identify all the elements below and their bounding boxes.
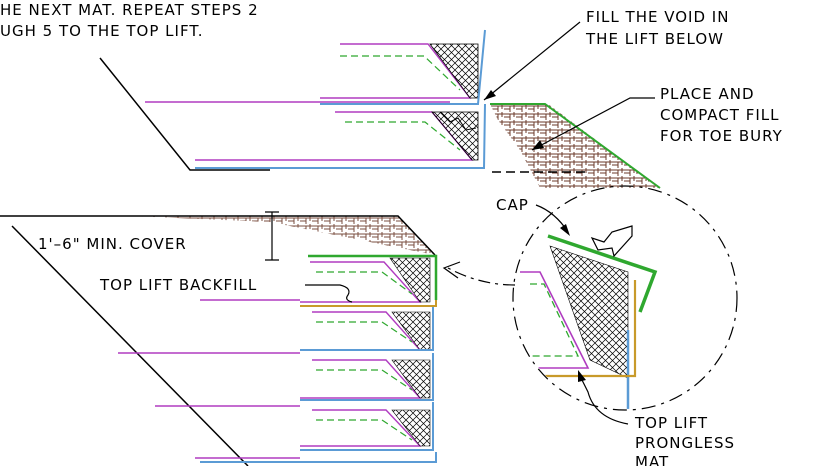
- cap-leader-arrowhead: [560, 224, 570, 236]
- cover-surface: [0, 215, 436, 256]
- callout-pointer: [447, 267, 516, 286]
- slope-line-top: [99, 57, 270, 171]
- step-note-line1: HE NEXT MAT. REPEAT STEPS 2: [0, 1, 259, 19]
- facing-mesh-bottom: [200, 305, 437, 463]
- top-detail: HE NEXT MAT. REPEAT STEPS 2 UGH 5 TO THE…: [0, 1, 783, 189]
- crosshatch-fill-bottom: [389, 257, 431, 447]
- toe-fill-note-line1: PLACE AND: [660, 85, 755, 103]
- bottom-detail: 1'–6" MIN. COVER TOP LIFT BACKFILL: [0, 211, 438, 466]
- toe-fill-soil: [490, 104, 660, 188]
- fill-void-note-line1: FILL THE VOID IN: [586, 8, 729, 26]
- cap-direction-arrow: [590, 225, 633, 258]
- reinforcement-strips-bottom: [118, 261, 422, 459]
- reinforcement-strips-top: [145, 43, 474, 161]
- fill-void-arrowhead: [484, 90, 496, 100]
- crosshatch-fill-top-upper: [429, 43, 479, 99]
- crosshatch-fill-top-lower: [431, 111, 479, 161]
- callout-reinforcement: [520, 271, 590, 369]
- void-outline: [439, 111, 477, 131]
- step-note-line2: UGH 5 TO THE TOP LIFT.: [0, 22, 203, 40]
- toe-fill-arrowhead: [532, 140, 544, 150]
- toe-fill-note-line2: COMPACT FILL: [660, 106, 779, 124]
- backfill-leader: [305, 284, 353, 303]
- callout-cap: [547, 234, 658, 313]
- callout-detail: CAP TOP LIFT PRONGLESS MAT: [442, 185, 738, 466]
- callout-geotextile: [530, 283, 580, 357]
- prongless-label-line1: TOP LIFT: [634, 414, 708, 432]
- callout-circle: [512, 185, 738, 411]
- geotextile-bottom: [316, 271, 413, 441]
- toe-fill-leader: [531, 97, 655, 151]
- prongless-label-line3: MAT: [635, 453, 669, 466]
- fill-void-leader: [483, 21, 581, 101]
- callout-pointer-arrowhead: [442, 261, 461, 279]
- min-cover-dimension: [265, 211, 279, 261]
- toe-geotextile: [490, 103, 661, 189]
- slope-line-bottom: [11, 225, 249, 466]
- cover-soil: [130, 216, 435, 255]
- prongless-leader: [579, 375, 629, 425]
- min-cover-label: 1'–6" MIN. COVER: [38, 235, 187, 253]
- cap-geotextile: [308, 254, 438, 300]
- facing-mesh-top: [195, 29, 486, 169]
- prongless-leader-arrowhead: [578, 370, 586, 382]
- callout-crosshatch: [549, 245, 629, 379]
- geotextile-top: [340, 55, 461, 151]
- cap-label: CAP: [496, 196, 529, 214]
- fill-void-note-line2: THE LIFT BELOW: [585, 30, 724, 48]
- prongless-label-line2: PRONGLESS: [635, 434, 735, 452]
- top-lift-backfill-label: TOP LIFT BACKFILL: [99, 276, 257, 294]
- toe-fill-note-line3: FOR TOE BURY: [660, 127, 783, 145]
- callout-prongless-mat: [520, 280, 637, 378]
